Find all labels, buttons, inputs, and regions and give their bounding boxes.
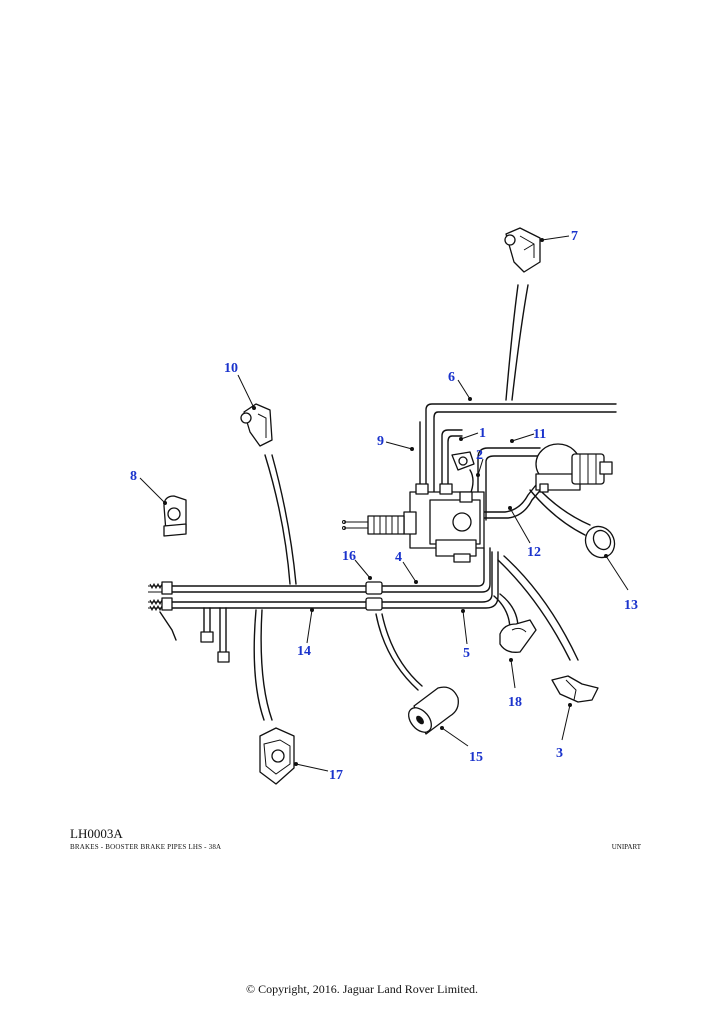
callout-6: 6 [448,370,455,385]
copyright-notice: © Copyright, 2016. Jaguar Land Rover Lim… [245,982,479,996]
diagram-reference-code: LH0003A [70,826,123,841]
pressure-valve-block [342,483,485,563]
brake-booster [535,443,613,493]
callout-1: 1 [479,426,486,441]
pipe-clip-3 [551,675,599,703]
callout-labels: 7 10 8 6 9 1 2 11 12 13 16 4 14 5 18 3 1… [130,229,638,783]
brake-pipes [148,284,617,721]
pipe-clip-17 [259,727,295,785]
callout-2: 2 [476,448,483,463]
grommet-13 [584,525,616,559]
callout-3: 3 [556,746,563,761]
callout-14: 14 [297,644,311,659]
pipe-clip-7 [504,227,541,273]
callout-18: 18 [508,695,522,710]
callout-12: 12 [527,545,541,560]
callout-7: 7 [571,229,578,244]
pipe-clip-10 [240,403,273,447]
callout-11: 11 [533,427,546,442]
pipe-clip-18 [499,619,537,653]
union-fitting-1 [451,451,475,471]
brand-label: UNIPART [611,843,641,851]
callout-16: 16 [342,549,356,564]
leader-lines [139,235,629,772]
callout-17: 17 [329,768,343,783]
diagram-description: BRAKES - BOOSTER BRAKE PIPES LHS - 38A [70,843,222,851]
callout-4: 4 [395,550,402,565]
callout-9: 9 [377,434,384,449]
callout-15: 15 [469,750,483,765]
callout-8: 8 [130,469,137,484]
callout-13: 13 [624,598,638,613]
callout-10: 10 [224,361,238,376]
callout-5: 5 [463,646,470,661]
pipe-connector-15 [408,686,459,735]
pipe-clip-8 [163,495,187,537]
